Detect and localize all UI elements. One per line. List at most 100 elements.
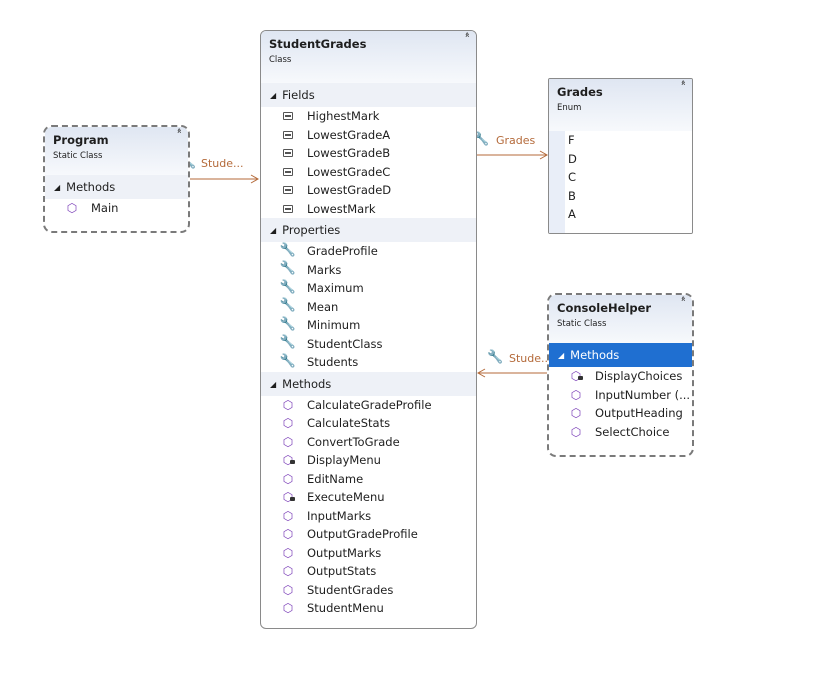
- wrench-icon: 🔧: [279, 353, 297, 371]
- consolehelper-stereotype: Static Class: [557, 319, 607, 329]
- wrench-glyph: 🔧: [279, 242, 297, 258]
- enum-value[interactable]: B: [568, 188, 576, 203]
- consolehelper-studentgrades-label[interactable]: Stude...: [509, 352, 552, 365]
- studentgrades-properties-section[interactable]: ◢Properties: [261, 218, 476, 242]
- expand-triangle-icon[interactable]: ◢: [558, 351, 565, 360]
- lock-icon: [290, 460, 295, 464]
- studentgrades-title: StudentGrades: [269, 37, 367, 51]
- field-item[interactable]: LowestGradeA: [261, 126, 476, 145]
- member-label: LowestGradeC: [307, 164, 391, 179]
- consolehelper-methods-section[interactable]: ◢Methods: [549, 343, 692, 367]
- method-item[interactable]: ⬡StudentMenu: [261, 599, 476, 618]
- property-item[interactable]: 🔧Maximum: [261, 279, 476, 298]
- property-item[interactable]: 🔧StudentClass: [261, 335, 476, 354]
- consolehelper-studentgrades-arrow: [476, 368, 486, 378]
- property-item[interactable]: 🔧Marks: [261, 261, 476, 280]
- method-item[interactable]: ⬡StudentGrades: [261, 581, 476, 600]
- method-glyph: ⬡: [282, 434, 294, 449]
- enum-value[interactable]: F: [568, 133, 575, 147]
- method-item[interactable]: ⬡ CalculateGradeProfile: [261, 396, 476, 415]
- method-glyph: ⬡: [282, 564, 294, 578]
- expand-triangle-icon[interactable]: ◢: [270, 91, 277, 100]
- method-glyph: ⬡: [282, 582, 294, 597]
- field-item[interactable]: LowestGradeD: [261, 181, 476, 200]
- field-item[interactable]: HighestMark: [261, 107, 476, 126]
- method-item[interactable]: ⬡OutputGradeProfile: [261, 525, 476, 544]
- method-item[interactable]: ⬡ConvertToGrade: [261, 433, 476, 452]
- collapse-icon[interactable]: [177, 130, 183, 140]
- program-method-main[interactable]: ⬡ Main: [66, 201, 119, 215]
- wrench-glyph: 🔧: [279, 261, 297, 277]
- method-icon: ⬡: [281, 414, 295, 432]
- studentgrades-header[interactable]: StudentGrades Class: [261, 31, 476, 83]
- enum-value[interactable]: A: [568, 207, 576, 221]
- method-item[interactable]: ⬡OutputStats: [261, 562, 476, 581]
- property-item[interactable]: 🔧Students: [261, 353, 476, 372]
- method-item[interactable]: ⬡ExecuteMenu: [261, 488, 476, 507]
- property-item[interactable]: 🔧Mean: [261, 298, 476, 317]
- method-item[interactable]: ⬡InputNumber (...: [549, 386, 692, 405]
- method-item[interactable]: ⬡OutputHeading: [549, 404, 692, 423]
- method-icon: ⬡: [281, 433, 295, 451]
- member-label: DisplayChoices: [595, 369, 683, 383]
- field-item[interactable]: LowestMark: [261, 200, 476, 219]
- method-icon: ⬡: [281, 396, 295, 414]
- wrench-glyph: 🔧: [279, 316, 297, 332]
- field-item[interactable]: LowestGradeB: [261, 144, 476, 163]
- method-item[interactable]: ⬡DisplayChoices: [549, 367, 692, 386]
- program-studentgrades-label[interactable]: Stude...: [201, 157, 244, 170]
- program-methods-section[interactable]: ◢Methods: [45, 175, 188, 199]
- collapse-icon[interactable]: [465, 34, 471, 44]
- program-header[interactable]: Program Static Class: [45, 127, 188, 175]
- grades-header[interactable]: Grades Enum: [549, 79, 692, 131]
- studentgrades-class-shape[interactable]: StudentGrades Class ◢Fields HighestMarkL…: [260, 30, 477, 629]
- wrench-glyph: 🔧: [279, 298, 297, 314]
- property-item[interactable]: 🔧Minimum: [261, 316, 476, 335]
- member-label: LowestGradeA: [307, 127, 391, 142]
- studentgrades-methods-section[interactable]: ◢Methods: [261, 371, 476, 396]
- method-glyph: ⬡: [282, 471, 294, 486]
- consolehelper-methods-list: ⬡DisplayChoices⬡InputNumber (...⬡OutputH…: [549, 367, 692, 441]
- enum-value[interactable]: D: [568, 151, 577, 166]
- method-item[interactable]: ⬡SelectChoice: [549, 423, 692, 442]
- wrench-glyph: 🔧: [279, 353, 297, 369]
- expand-triangle-icon[interactable]: ◢: [270, 379, 277, 389]
- method-glyph: ⬡: [282, 508, 294, 523]
- member-label: InputMarks: [307, 508, 372, 523]
- enum-value[interactable]: C: [568, 170, 577, 184]
- program-class-shape[interactable]: Program Static Class ◢Methods ⬡ Main: [43, 125, 190, 233]
- field-glyph: [283, 149, 293, 157]
- member-label: CalculateGradeProfile: [307, 397, 432, 412]
- field-icon: [281, 200, 295, 218]
- member-label: LowestMark: [307, 201, 376, 216]
- method-item[interactable]: ⬡OutputMarks: [261, 544, 476, 563]
- member-label: EditName: [307, 471, 364, 486]
- method-item[interactable]: ⬡ EditName: [261, 470, 476, 489]
- method-icon: ⬡: [66, 201, 78, 215]
- property-item[interactable]: 🔧GradeProfile: [261, 242, 476, 261]
- collapse-icon[interactable]: [681, 298, 687, 308]
- member-label: ExecuteMenu: [307, 490, 385, 504]
- wrench-icon: 🔧: [279, 316, 297, 334]
- enum-strip: [549, 131, 565, 233]
- method-icon: ⬡: [281, 470, 295, 488]
- studentgrades-grades-arrow: [539, 150, 549, 160]
- consolehelper-header[interactable]: ConsoleHelper Static Class: [549, 295, 692, 343]
- method-icon: ⬡: [281, 599, 295, 617]
- studentgrades-grades-label[interactable]: Grades: [496, 134, 536, 147]
- expand-triangle-icon[interactable]: ◢: [54, 183, 61, 192]
- expand-triangle-icon[interactable]: ◢: [270, 226, 277, 235]
- method-item[interactable]: ⬡DisplayMenu: [261, 451, 476, 470]
- program-studentgrades-arrow: [250, 174, 260, 184]
- studentgrades-fields-section[interactable]: ◢Fields: [261, 83, 476, 107]
- method-glyph: ⬡: [282, 527, 294, 541]
- field-item[interactable]: LowestGradeC: [261, 163, 476, 182]
- consolehelper-class-shape[interactable]: ConsoleHelper Static Class ◢Methods ⬡Dis…: [547, 293, 694, 457]
- method-item[interactable]: ⬡ InputMarks: [261, 507, 476, 526]
- collapse-icon[interactable]: [681, 82, 687, 92]
- method-item[interactable]: ⬡CalculateStats: [261, 414, 476, 433]
- field-glyph: [283, 204, 293, 213]
- member-label: InputNumber (...: [595, 387, 691, 402]
